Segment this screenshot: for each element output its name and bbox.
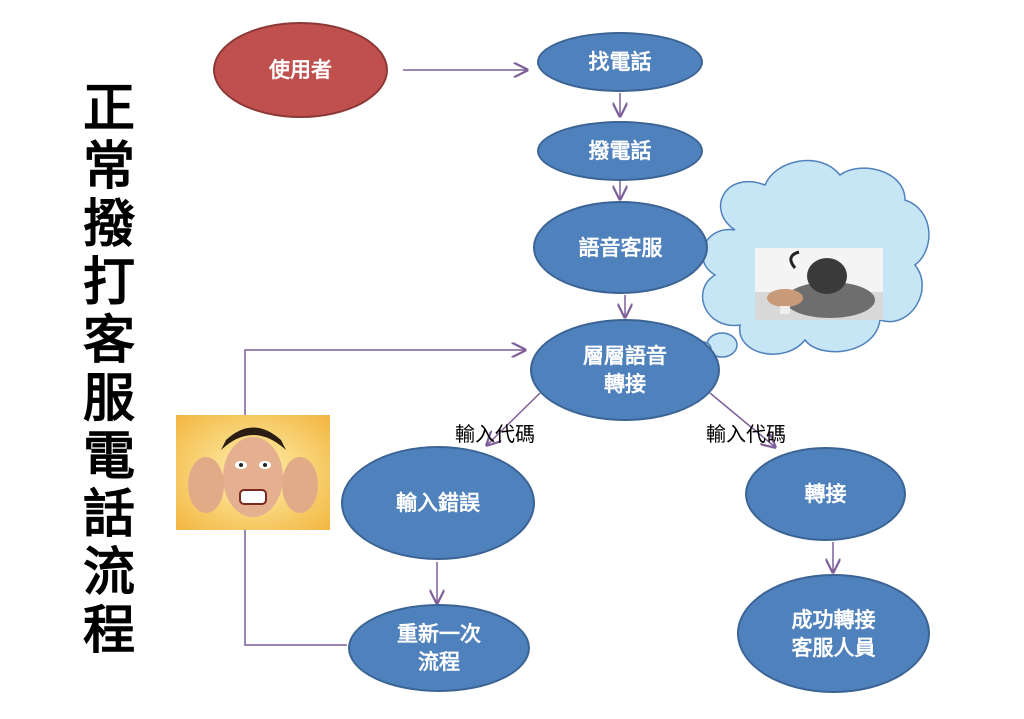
layered-transfer-node: 層層語音 轉接 xyxy=(530,319,720,421)
input-error-node: 輸入錯誤 xyxy=(341,446,535,560)
retry-node: 重新一次 流程 xyxy=(348,604,530,692)
dial-phone-node: 撥電話 xyxy=(537,121,703,181)
edge-label-left: 輸入代碼 xyxy=(455,422,535,446)
arrow-layered-to-error xyxy=(487,392,541,445)
page-title: 正常撥打客服電話流程 xyxy=(82,79,135,661)
edge-label-right: 輸入代碼 xyxy=(706,422,786,446)
voice-service-node: 語音客服 xyxy=(533,201,708,294)
user-node: 使用者 xyxy=(213,22,388,118)
transfer-node: 轉接 xyxy=(745,447,906,541)
success-node: 成功轉接 客服人員 xyxy=(737,574,930,693)
arrow-layered-to-transfer xyxy=(709,392,775,447)
find-phone-node: 找電話 xyxy=(537,32,703,92)
frustrated-person-image xyxy=(176,415,330,530)
tired-person-image xyxy=(755,248,883,320)
